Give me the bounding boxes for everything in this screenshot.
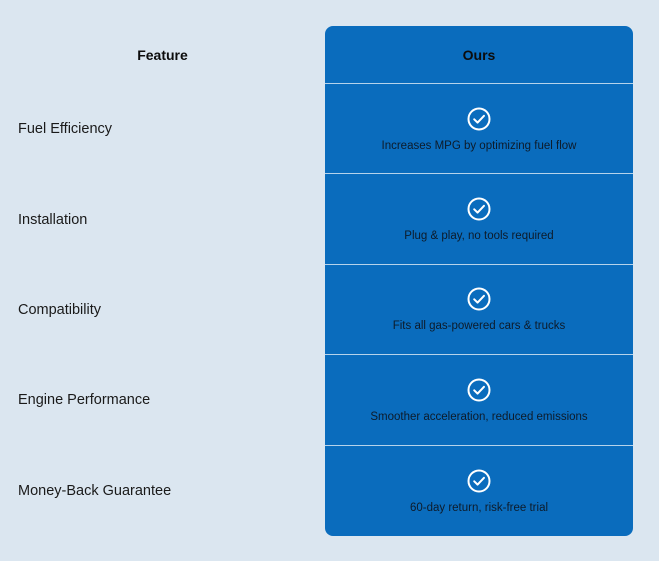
ours-row: Fits all gas-powered cars & trucks [325, 265, 633, 356]
ours-description: Plug & play, no tools required [404, 230, 554, 243]
feature-column: Feature Fuel Efficiency Installation Com… [0, 26, 325, 536]
ours-row: 60-day return, risk-free trial [325, 446, 633, 536]
feature-header: Feature [137, 47, 188, 63]
feature-row: Compatibility [0, 265, 325, 355]
feature-row: Money-Back Guarantee [0, 446, 325, 536]
feature-label: Engine Performance [18, 392, 151, 409]
ours-column-card: Ours Increases MPG by optimizing fuel fl… [325, 26, 633, 536]
ours-row: Smoother acceleration, reduced emissions [325, 355, 633, 446]
ours-description: Smoother acceleration, reduced emissions [370, 410, 588, 423]
check-circle-icon [467, 469, 491, 493]
ours-description: Fits all gas-powered cars & trucks [392, 320, 566, 333]
feature-row: Engine Performance [0, 355, 325, 445]
check-circle-icon [467, 287, 491, 311]
ours-row: Increases MPG by optimizing fuel flow [325, 84, 633, 175]
feature-label: Money-Back Guarantee [18, 482, 172, 499]
ours-header: Ours [325, 26, 633, 84]
check-circle-icon [467, 197, 491, 221]
feature-row: Fuel Efficiency [0, 84, 325, 174]
feature-label: Compatibility [18, 301, 101, 318]
feature-label: Fuel Efficiency [18, 121, 113, 138]
feature-label: Installation [18, 211, 88, 228]
feature-row: Installation [0, 174, 325, 264]
check-circle-icon [467, 378, 491, 402]
check-circle-icon [467, 107, 491, 131]
ours-description: 60-day return, risk-free trial [409, 501, 549, 514]
ours-description: Increases MPG by optimizing fuel flow [381, 139, 577, 152]
ours-row: Plug & play, no tools required [325, 174, 633, 265]
